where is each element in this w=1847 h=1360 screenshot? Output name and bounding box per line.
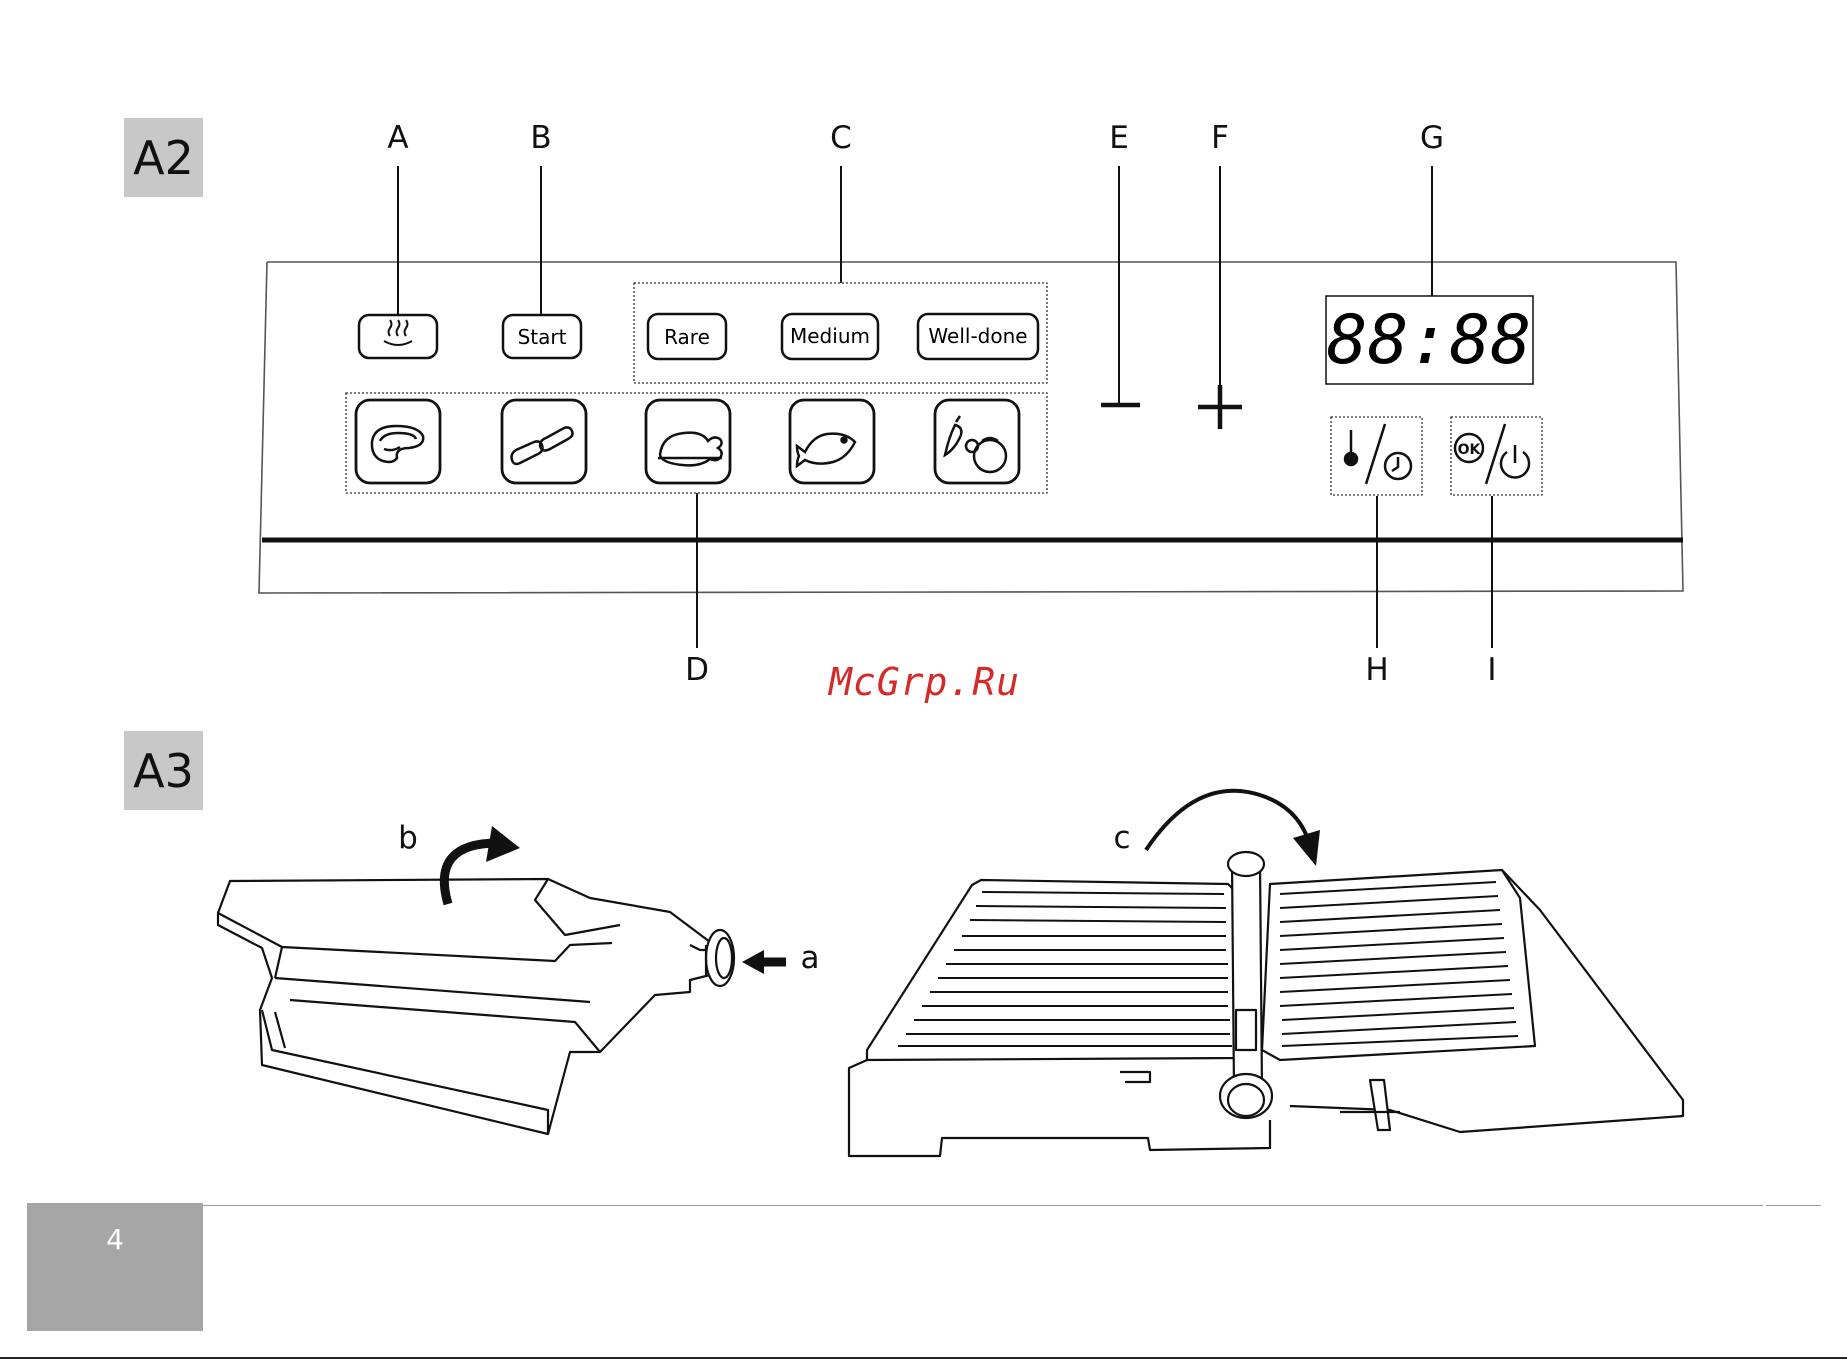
bottom-rule <box>0 1357 1847 1359</box>
rare-button-label: Rare <box>664 325 710 349</box>
chicken-button[interactable] <box>646 400 730 483</box>
steak-button[interactable] <box>356 400 440 483</box>
steam-button[interactable] <box>359 315 437 358</box>
footer-rule-end <box>1766 1205 1821 1206</box>
well-done-button[interactable]: Well-done <box>918 314 1038 359</box>
rare-button[interactable]: Rare <box>648 314 726 359</box>
lcd-display-value: 88:88 <box>1327 301 1532 380</box>
fish-button[interactable] <box>790 400 874 483</box>
vegetables-button[interactable] <box>935 400 1019 483</box>
ok-label: OK <box>1458 442 1482 458</box>
lcd-display: 88:88 <box>1326 296 1533 384</box>
well-done-button-label: Well-done <box>928 324 1027 348</box>
thermometer-timer-button[interactable] <box>1331 417 1422 495</box>
ok-power-button[interactable]: OK <box>1451 417 1542 495</box>
medium-button-label: Medium <box>790 324 870 348</box>
medium-button[interactable]: Medium <box>782 314 878 359</box>
minus-button[interactable] <box>1098 395 1142 415</box>
sausage-button[interactable] <box>502 400 586 483</box>
plus-button[interactable] <box>1196 382 1244 430</box>
start-button[interactable]: Start <box>503 315 581 358</box>
footer-rule <box>203 1205 1763 1206</box>
start-button-label: Start <box>518 325 567 349</box>
open-grill-illustration <box>849 852 1683 1156</box>
closed-grill-illustration <box>218 879 734 1134</box>
push-arrow-a <box>742 950 786 974</box>
page-number: 4 <box>27 1203 203 1331</box>
